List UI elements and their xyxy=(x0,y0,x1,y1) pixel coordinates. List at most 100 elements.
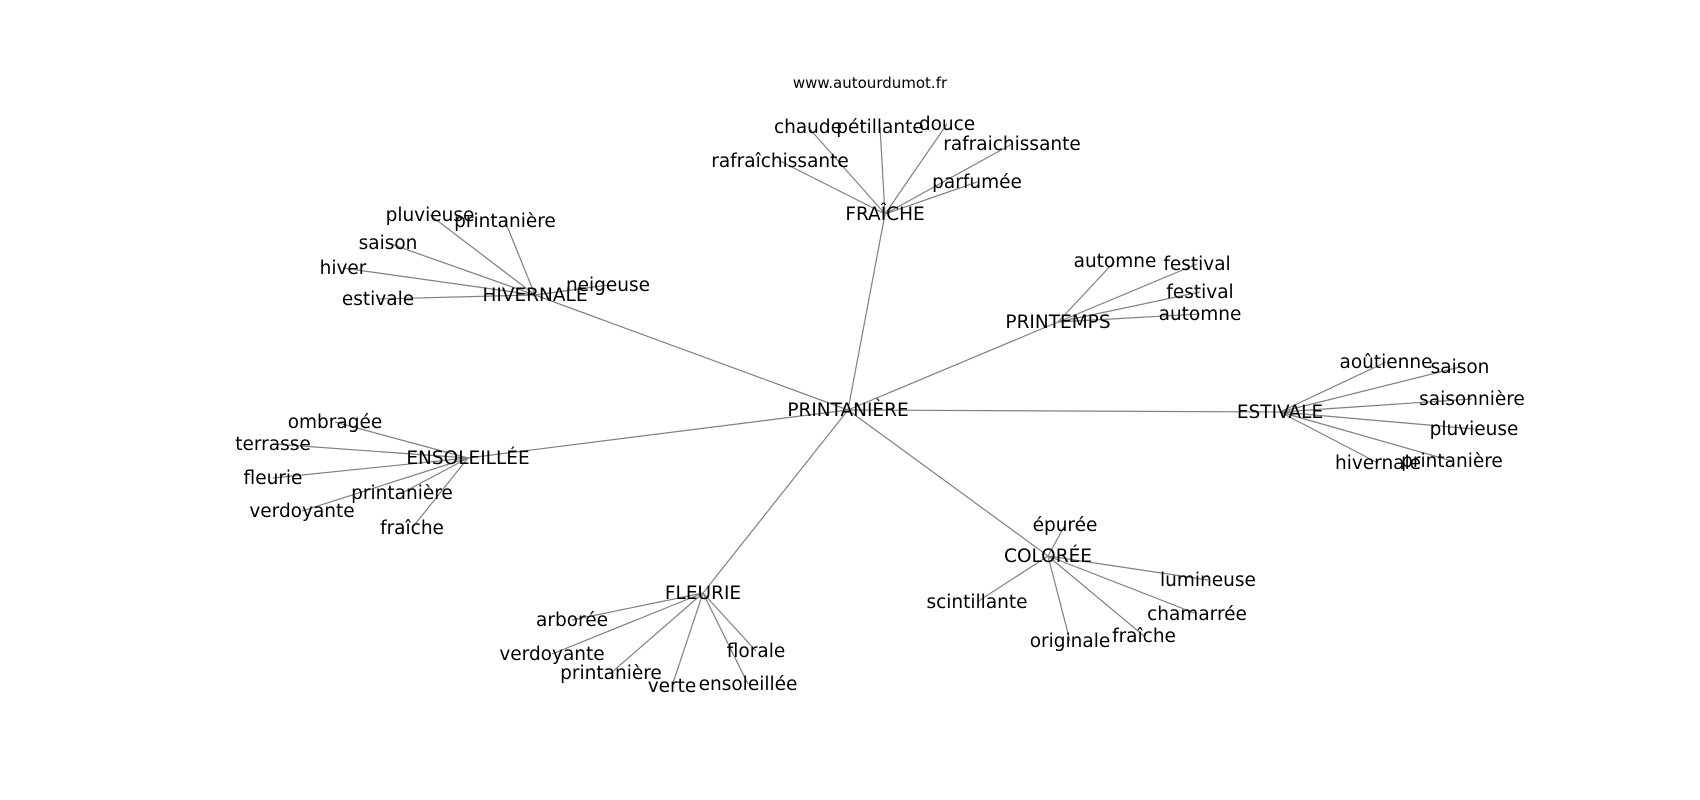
leaf-node-label: douce xyxy=(919,114,975,135)
leaf-node-label: hiver xyxy=(320,258,367,279)
leaf-node-label: fraîche xyxy=(380,518,444,539)
leaf-node-label: chamarrée xyxy=(1147,604,1247,625)
edge-h1-leaf-0 xyxy=(807,126,886,215)
edge-h2-leaf-6 xyxy=(429,214,536,296)
center-node-label: PRINTANIÈRE xyxy=(787,399,908,421)
leaf-node-label: pluvieuse xyxy=(386,205,475,226)
edge-h6-leaf-28 xyxy=(1047,524,1066,557)
leaf-node-label: verte xyxy=(648,676,697,697)
leaf-node-label: fleurie xyxy=(244,468,303,489)
website-label: www.autourdumot.fr xyxy=(793,74,948,92)
edge-center-h6 xyxy=(847,409,1049,557)
edge-h5-leaf-23 xyxy=(272,443,469,459)
leaf-node-label: verdoyante xyxy=(499,644,604,665)
leaf-node-label: terrasse xyxy=(235,434,311,455)
edge-h6-leaf-32 xyxy=(1047,555,1071,642)
leaf-node-label: ensoleillée xyxy=(699,674,798,695)
hub-node-label: ESTIVALE xyxy=(1237,402,1323,423)
edge-h7-leaf-39 xyxy=(702,592,749,685)
edge-center-h2 xyxy=(534,294,849,411)
edge-center-h3 xyxy=(847,321,1059,411)
edge-h5-leaf-27 xyxy=(411,457,469,529)
edge-h7-leaf-38 xyxy=(702,592,757,652)
leaf-node-label: saisonnière xyxy=(1419,389,1525,410)
edge-h2-leaf-7 xyxy=(504,220,536,296)
edge-center-h1 xyxy=(847,213,886,411)
hub-node-label: COLORÉE xyxy=(1004,545,1092,567)
edge-h6-leaf-31 xyxy=(1047,555,1198,615)
edge-h3-leaf-12 xyxy=(1057,260,1116,323)
edge-h5-leaf-26 xyxy=(301,457,469,512)
edge-h4-leaf-21 xyxy=(1279,411,1379,464)
leaf-node-label: printanière xyxy=(454,211,556,232)
leaf-node-label: fraîche xyxy=(1112,626,1176,647)
leaf-node-label: florale xyxy=(727,641,785,662)
edge-h3-leaf-13 xyxy=(1057,263,1198,323)
edge-h2-leaf-8 xyxy=(387,242,536,296)
edge-h6-leaf-29 xyxy=(1047,555,1209,581)
leaf-node-label: printanière xyxy=(560,663,662,684)
leaf-node-label: épurée xyxy=(1033,515,1098,536)
edge-h6-leaf-30 xyxy=(976,555,1049,603)
edge-h2-leaf-9 xyxy=(342,267,536,296)
leaf-node-label: originale xyxy=(1030,631,1111,652)
leaf-node-label: estivale xyxy=(342,289,414,310)
leaf-node-label: automne xyxy=(1074,251,1157,272)
edge-h7-leaf-34 xyxy=(571,592,704,621)
edge-h5-leaf-24 xyxy=(272,457,469,479)
leaf-node-label: rafraîchissante xyxy=(711,151,849,172)
hub-node-label: FRAÎCHE xyxy=(845,203,924,225)
edge-h4-leaf-20 xyxy=(1279,411,1453,462)
edge-h2-leaf-10 xyxy=(377,294,536,300)
edge-center-h4 xyxy=(847,409,1281,413)
edge-h1-leaf-3 xyxy=(884,143,1013,215)
edge-h4-leaf-17 xyxy=(1279,366,1461,413)
edge-h5-leaf-25 xyxy=(401,457,469,494)
edge-h3-leaf-15 xyxy=(1057,313,1201,323)
labels-layer: PRINTANIÈRE FRAÎCHE HIVERNALE PRINTEMPS ESTI… xyxy=(235,114,1525,697)
leaf-node-label: printanière xyxy=(1401,451,1503,472)
hub-node-label: FLEURIE xyxy=(665,583,741,604)
leaf-node-label: arborée xyxy=(536,610,608,631)
leaf-node-label: automne xyxy=(1159,304,1242,325)
leaf-node-label: saison xyxy=(359,233,418,254)
leaf-node-label: printanière xyxy=(351,483,453,504)
leaf-node-label: neigeuse xyxy=(566,275,650,296)
edge-h6-leaf-33 xyxy=(1047,555,1145,637)
edge-h1-leaf-2 xyxy=(884,123,948,215)
edge-h1-leaf-4 xyxy=(779,160,886,215)
edge-h1-leaf-1 xyxy=(879,126,886,215)
edge-h7-leaf-35 xyxy=(551,592,704,655)
edge-h4-leaf-19 xyxy=(1279,411,1475,430)
edge-center-h7 xyxy=(702,409,849,594)
leaf-node-label: hivernale xyxy=(1335,453,1421,474)
leaf-node-label: aoûtienne xyxy=(1340,352,1433,373)
leaf-node-label: parfumée xyxy=(932,172,1022,193)
edges-layer xyxy=(272,123,1475,687)
leaf-node-label: scintillante xyxy=(926,592,1027,613)
edge-h3-leaf-14 xyxy=(1057,291,1201,323)
leaf-node-label: chaude xyxy=(774,117,842,138)
leaf-node-label: ombragée xyxy=(288,412,383,433)
edge-h5-leaf-22 xyxy=(334,421,469,459)
edge-center-h5 xyxy=(467,409,849,459)
edge-h7-leaf-36 xyxy=(610,592,704,674)
leaf-node-label: lumineuse xyxy=(1160,570,1256,591)
leaf-node-label: saison xyxy=(1431,357,1490,378)
leaf-node-label: pluvieuse xyxy=(1430,419,1519,440)
leaf-node-label: festival xyxy=(1166,282,1233,303)
leaf-node-label: pétillante xyxy=(836,117,924,138)
edge-h1-leaf-5 xyxy=(884,181,978,215)
edge-h4-leaf-18 xyxy=(1279,398,1473,413)
hub-node-label: PRINTEMPS xyxy=(1005,312,1110,333)
edge-h4-leaf-16 xyxy=(1279,361,1387,413)
edge-h2-leaf-11 xyxy=(534,284,609,296)
leaf-node-label: verdoyante xyxy=(249,501,354,522)
hub-node-label: HIVERNALE xyxy=(482,285,587,306)
edge-h7-leaf-37 xyxy=(671,592,704,687)
leaf-node-label: rafraichissante xyxy=(943,134,1081,155)
hub-node-label: ENSOLEILLÉE xyxy=(406,447,529,469)
leaf-node-label: festival xyxy=(1163,254,1230,275)
